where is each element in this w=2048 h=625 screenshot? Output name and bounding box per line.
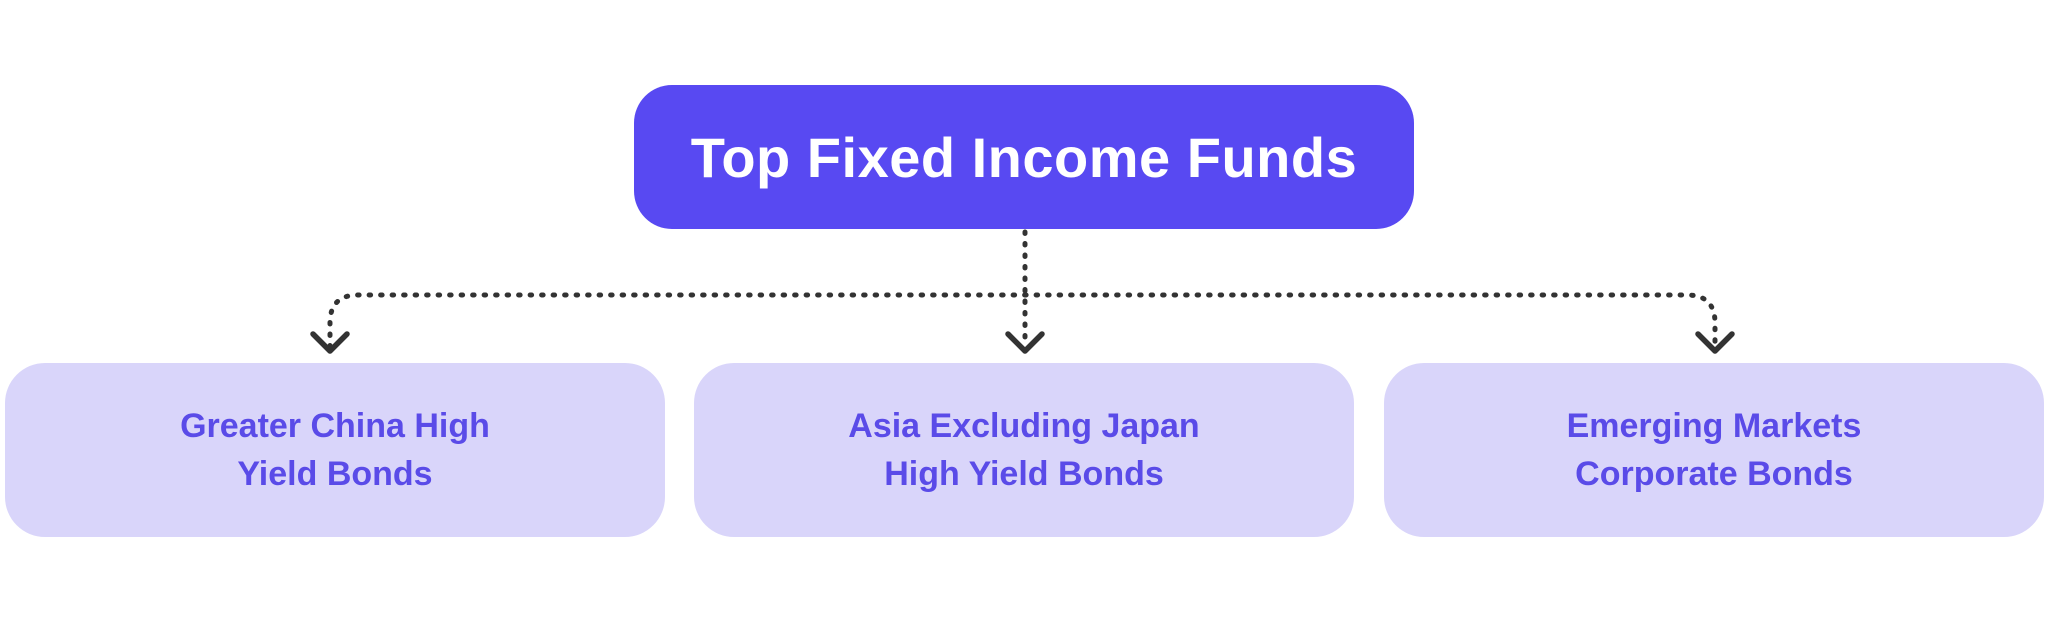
child-node-asia-excluding-japan-high-yield-bonds: Asia Excluding Japan High Yield Bonds [694,363,1354,537]
child-node-label-line: Emerging Markets [1566,407,1862,445]
child-node-label-line: Greater China High [180,407,490,445]
root-node: Top Fixed Income Funds [634,85,1414,229]
arrow-down-icon [310,331,350,354]
child-node-greater-china-high-yield-bonds: Greater China High Yield Bonds [5,363,665,537]
child-node-emerging-markets-corporate-bonds: Emerging Markets Corporate Bonds [1384,363,2044,537]
child-node-label-line: Asia Excluding Japan [848,407,1200,445]
child-node-label-line: High Yield Bonds [884,455,1164,493]
arrow-down-icon [1005,331,1045,354]
child-node-label-line: Yield Bonds [237,455,433,493]
branch-connector-line [327,292,1718,350]
arrow-down-icon [1695,331,1735,354]
root-node-label: Top Fixed Income Funds [690,125,1358,189]
child-node-label-line: Corporate Bonds [1575,455,1853,493]
